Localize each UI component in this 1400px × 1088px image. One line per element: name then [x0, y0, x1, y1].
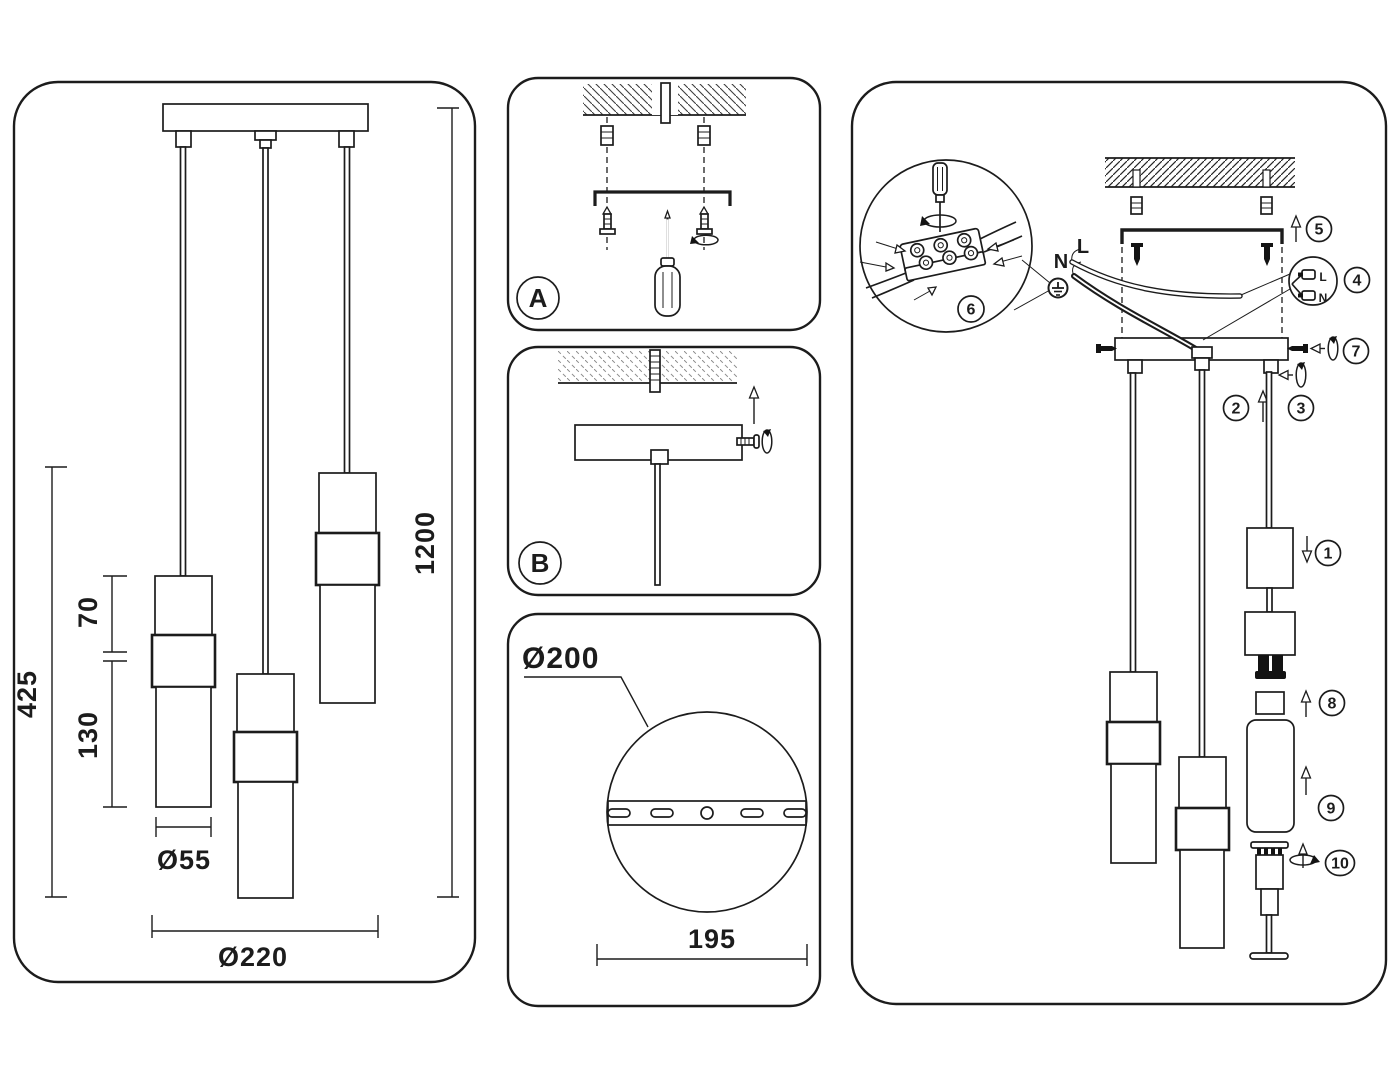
dim-195: 195	[596, 924, 808, 966]
step-7-label: 7	[1352, 344, 1361, 361]
dim-130-label: 130	[73, 711, 103, 759]
ceiling-hatch-b	[558, 350, 737, 384]
canopy-glands	[1127, 346, 1279, 374]
rotate-icon-a	[690, 234, 719, 246]
step-6-label: 6	[967, 302, 976, 319]
pendant-right	[314, 472, 381, 704]
assembled-pendant-center	[1174, 756, 1231, 949]
dim-70-130: 70 130	[73, 575, 127, 808]
pendant-left	[150, 575, 217, 808]
up-arrow-b	[748, 385, 760, 424]
screw-icons-a	[599, 205, 713, 235]
dim-55-label: Ø55	[157, 845, 211, 875]
step-4-label: 4	[1353, 273, 1362, 290]
led-bulb	[1249, 841, 1289, 960]
dim-195-label: 195	[688, 924, 736, 954]
connector-detail: L N 4	[1288, 256, 1371, 306]
cord-b	[654, 463, 661, 586]
dim-55: Ø55	[155, 817, 212, 875]
screwdriver-icon-6	[932, 162, 948, 232]
dim-220: Ø220	[151, 915, 379, 972]
wire-l-label: L	[1077, 236, 1089, 258]
step-1-label: 1	[1324, 546, 1333, 563]
step-8-label: 8	[1328, 696, 1337, 713]
step-5-marker: 5	[1290, 214, 1333, 243]
wall-anchor-icons	[600, 125, 711, 146]
dim-70-label: 70	[73, 596, 103, 628]
threaded-rod	[649, 349, 661, 393]
canopy-bracket-slots	[607, 800, 807, 826]
glass-shade	[1246, 719, 1295, 833]
side-screw-b	[736, 429, 773, 454]
step-a-label: A	[529, 283, 548, 313]
dim-1200-label: 1200	[410, 511, 440, 575]
step-b-badge: B	[518, 541, 562, 585]
assembly-panel: 5	[850, 80, 1388, 1006]
step-a-panel: A	[506, 76, 822, 332]
canopy-panel: Ø200 195	[506, 612, 822, 1008]
step-3-marker: 3	[1277, 362, 1315, 422]
step-7-marker: 7	[1309, 336, 1370, 365]
step-2-marker: 2	[1222, 389, 1269, 422]
mains-wires	[1069, 248, 1243, 354]
ceiling-hatch-right	[1105, 157, 1295, 188]
lamp-socket	[1255, 655, 1286, 679]
mounting-bracket-right	[1120, 228, 1284, 244]
canopy-side-screws	[1096, 344, 1308, 353]
step-2-label: 2	[1232, 401, 1241, 418]
exploded-pendant: 1 8 9	[1244, 527, 1356, 960]
ceiling-plate	[162, 103, 369, 149]
dim-425-label: 425	[12, 670, 42, 718]
step-b-label: B	[531, 548, 550, 578]
pendant-middle	[232, 673, 299, 899]
ground-symbol	[1047, 277, 1069, 299]
screwdriver-icon-a	[654, 209, 681, 317]
dimension-panel: 425 70 130 Ø55 Ø220	[12, 80, 477, 984]
ceiling-hatch-a	[583, 82, 746, 124]
shade-ring	[1255, 691, 1285, 715]
wire-n-label: N	[1054, 251, 1068, 273]
step-a-badge: A	[516, 276, 560, 320]
socket-housing	[1244, 611, 1296, 656]
rotate-icon-6	[920, 214, 957, 228]
wall-anchor-icons-right	[1130, 196, 1273, 215]
step-b-panel: B	[506, 345, 822, 597]
dim-425: 425	[12, 466, 67, 898]
dim-220-label: Ø220	[218, 942, 288, 972]
dim-200-label: Ø200	[522, 642, 599, 675]
step-10-marker: 10	[1289, 842, 1356, 877]
terminal-block	[899, 227, 987, 282]
step-3-label: 3	[1297, 401, 1306, 418]
connector-l-label: L	[1319, 270, 1326, 284]
terminal-wires	[859, 221, 1023, 301]
step-5-label: 5	[1315, 222, 1324, 239]
mounting-bracket	[593, 190, 732, 206]
bracket-screws	[1131, 243, 1273, 266]
assembled-pendant-left	[1105, 671, 1162, 864]
connector-n-label: N	[1319, 291, 1328, 305]
canopy-gland-b	[650, 449, 669, 465]
terminal-block-detail: 6	[859, 159, 1033, 333]
dim-1200: 1200	[410, 107, 459, 898]
step-9-label: 9	[1327, 801, 1336, 818]
cord-grip-housing	[1246, 527, 1294, 589]
step-10-label: 10	[1331, 856, 1349, 873]
